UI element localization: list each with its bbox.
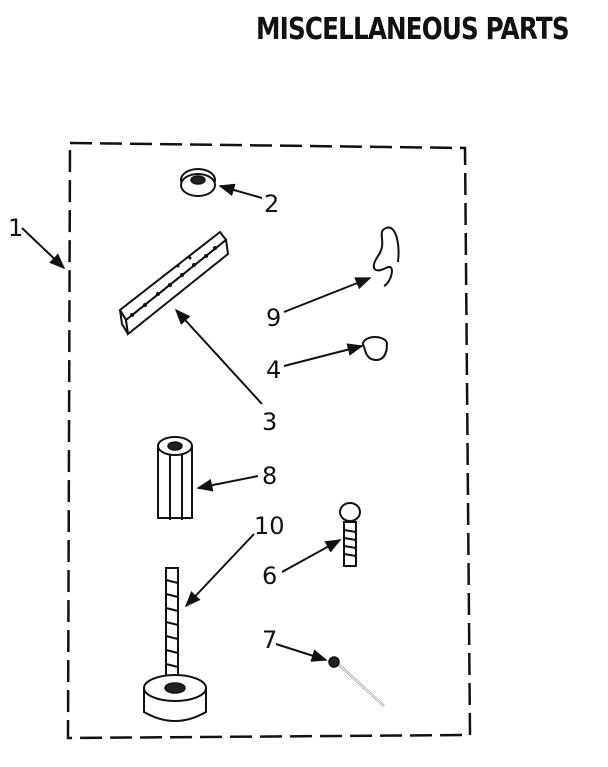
leveling-leg-part-10 [143, 567, 207, 722]
callout-1: 1 [8, 214, 23, 242]
callout-2: 2 [264, 190, 279, 218]
callout-6: 6 [262, 562, 277, 590]
hook-part-9 [372, 226, 400, 287]
callout-10: 10 [254, 512, 285, 540]
leader-2 [218, 183, 263, 199]
leader-7 [275, 643, 328, 662]
leader-8 [196, 475, 259, 492]
callout-3: 3 [262, 408, 277, 436]
coupling-part-8 [157, 436, 193, 520]
callout-7: 7 [262, 626, 277, 654]
page-title: MISCELLANEOUS PARTS [256, 12, 570, 47]
screw-part-6 [339, 502, 361, 567]
leader-6 [281, 539, 342, 573]
callout-4: 4 [266, 356, 281, 384]
washer-part-2 [180, 168, 216, 197]
leader-10 [184, 533, 255, 608]
plug-part-4 [362, 336, 388, 362]
callout-9: 9 [266, 304, 281, 332]
bracket-part-3 [118, 230, 230, 336]
leader-9 [283, 277, 372, 313]
leader-4 [283, 343, 364, 367]
leader-1 [21, 227, 66, 270]
leader-3 [174, 308, 263, 405]
pin-part-7 [328, 656, 385, 707]
callout-8: 8 [262, 462, 277, 490]
